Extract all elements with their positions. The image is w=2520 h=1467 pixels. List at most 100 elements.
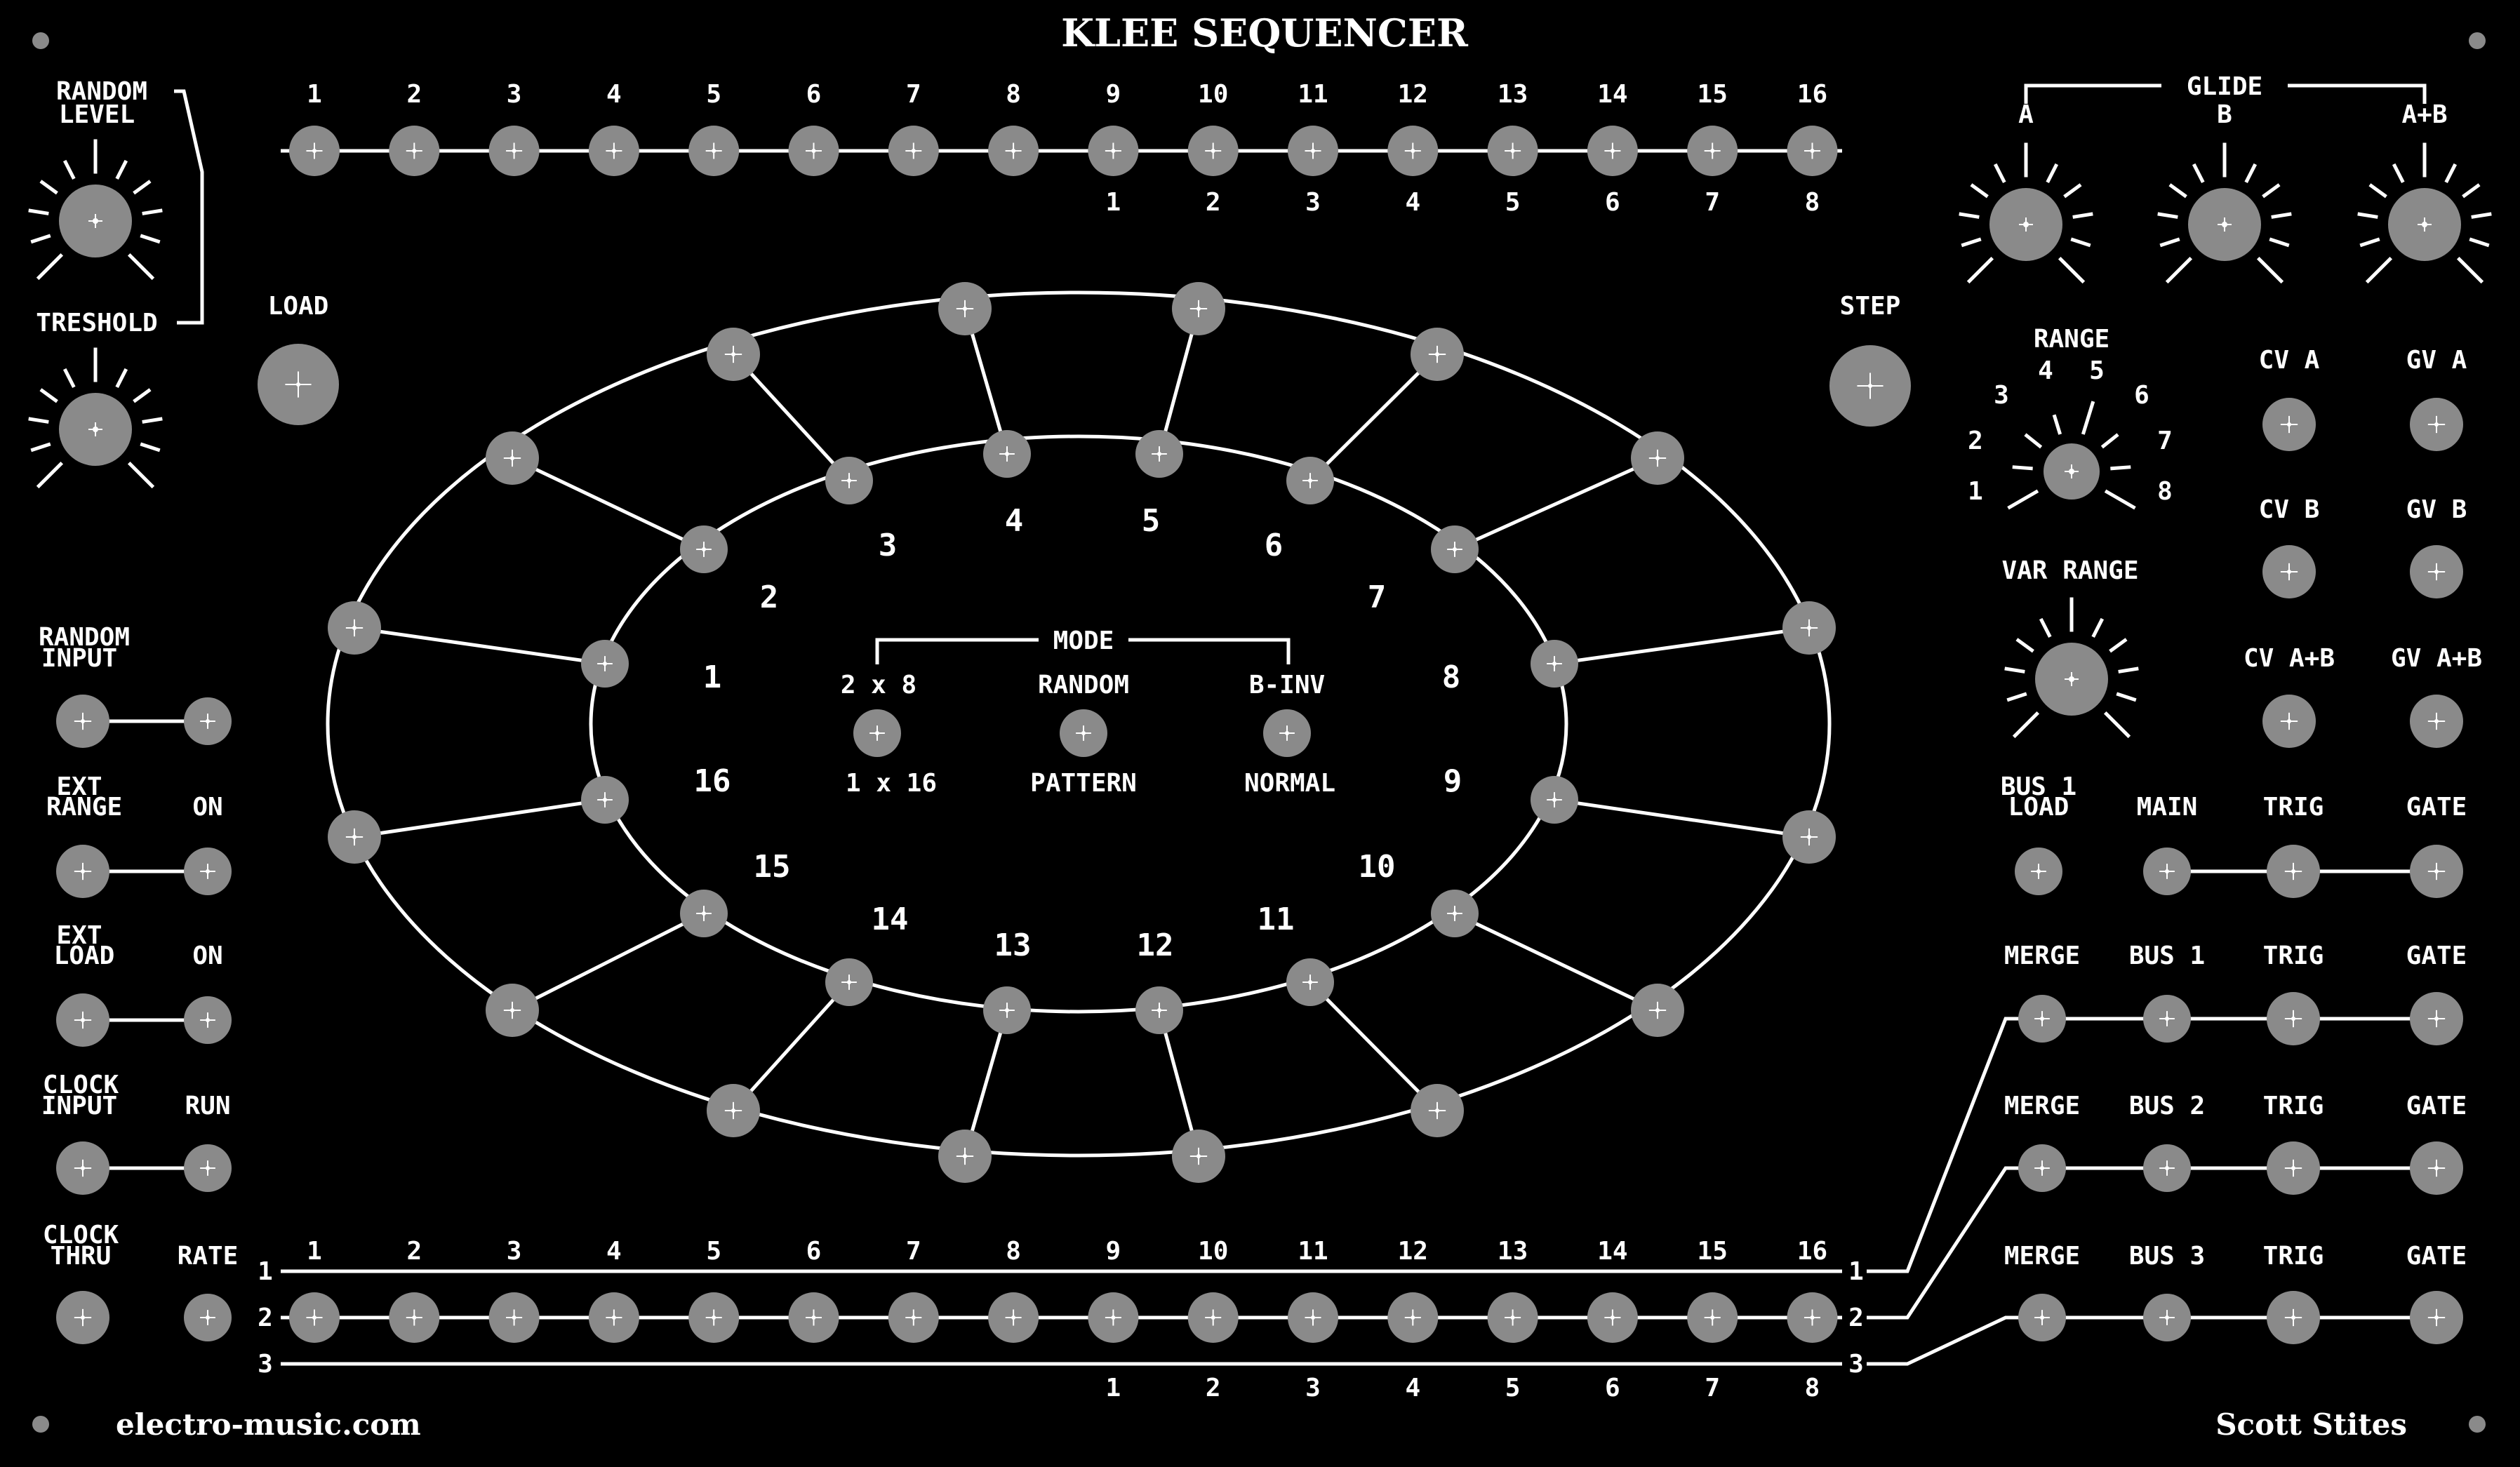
binv-normal-switch[interactable] (1263, 709, 1311, 757)
range-selector-knob[interactable] (2044, 443, 2100, 500)
ext-load-on-switch[interactable] (184, 996, 232, 1044)
treshold-knob[interactable] (59, 393, 132, 466)
trig2-jack[interactable] (2267, 1141, 2320, 1195)
bottom-step-jack-12[interactable] (1387, 1292, 1439, 1343)
outer-ring-jack-11[interactable] (707, 1084, 760, 1137)
trig3-jack[interactable] (2267, 1291, 2320, 1344)
top-step-jack-14[interactable] (1587, 126, 1638, 176)
top-step-jack-6[interactable] (788, 126, 839, 176)
inner-ring-jack-1[interactable] (983, 430, 1031, 478)
gate-jack[interactable] (2410, 845, 2463, 898)
gate2-jack[interactable] (2410, 1141, 2463, 1195)
gv-b-jack[interactable] (2410, 545, 2463, 598)
outer-ring-jack-10[interactable] (938, 1130, 992, 1183)
ext-range-jack[interactable] (56, 845, 109, 898)
top-step-jack-11[interactable] (1288, 126, 1338, 176)
bottom-step-jack-9[interactable] (1088, 1292, 1139, 1343)
cv-a-jack[interactable] (2262, 398, 2316, 451)
bottom-step-jack-7[interactable] (888, 1292, 939, 1343)
bottom-step-jack-1[interactable] (289, 1292, 340, 1343)
outer-ring-jack-6[interactable] (1782, 810, 1836, 864)
bottom-step-jack-13[interactable] (1487, 1292, 1538, 1343)
top-step-jack-2[interactable] (389, 126, 440, 176)
top-step-jack-5[interactable] (688, 126, 740, 176)
trig1-jack[interactable] (2267, 992, 2320, 1045)
gv-ab-jack[interactable] (2410, 695, 2463, 748)
glide-ab-knob[interactable] (2388, 188, 2461, 261)
cv-ab-jack[interactable] (2262, 695, 2316, 748)
top-step-jack-1[interactable] (289, 126, 340, 176)
inner-ring-jack-4[interactable] (1431, 525, 1479, 573)
merge2-switch[interactable] (2018, 1144, 2066, 1192)
inner-ring-jack-2[interactable] (1135, 430, 1183, 478)
outer-ring-jack-9[interactable] (1172, 1130, 1225, 1183)
outer-ring-jack-8[interactable] (1411, 1084, 1464, 1137)
bottom-step-jack-11[interactable] (1288, 1292, 1338, 1343)
bottom-step-jack-5[interactable] (688, 1292, 740, 1343)
bottom-step-jack-15[interactable] (1687, 1292, 1738, 1343)
gate3-jack[interactable] (2410, 1291, 2463, 1344)
inner-ring-jack-13[interactable] (581, 776, 629, 824)
random-level-knob[interactable] (59, 185, 132, 257)
run-switch[interactable] (184, 1144, 232, 1192)
outer-ring-jack-13[interactable] (328, 810, 381, 864)
clock-input-jack[interactable] (56, 1141, 109, 1195)
inner-ring-jack-12[interactable] (680, 890, 728, 937)
bus1-switch[interactable] (2143, 995, 2191, 1043)
inner-ring-jack-16[interactable] (825, 457, 873, 504)
top-step-jack-7[interactable] (888, 126, 939, 176)
merge3-switch[interactable] (2018, 1294, 2066, 1341)
inner-ring-jack-14[interactable] (581, 640, 629, 688)
bottom-step-jack-16[interactable] (1787, 1292, 1838, 1343)
inner-ring-jack-3[interactable] (1286, 457, 1334, 504)
inner-ring-jack-11[interactable] (825, 958, 873, 1006)
inner-ring-jack-5[interactable] (1531, 640, 1578, 688)
step-button[interactable] (1829, 345, 1911, 427)
inner-ring-jack-15[interactable] (680, 525, 728, 573)
top-step-jack-9[interactable] (1088, 126, 1139, 176)
bottom-step-jack-3[interactable] (488, 1292, 540, 1343)
var-range-knob[interactable] (2035, 643, 2108, 716)
bottom-step-jack-14[interactable] (1587, 1292, 1638, 1343)
rate-knob[interactable] (184, 1294, 232, 1341)
top-step-jack-3[interactable] (488, 126, 540, 176)
outer-ring-jack-12[interactable] (486, 984, 539, 1037)
ext-range-on-switch[interactable] (184, 848, 232, 895)
top-step-jack-15[interactable] (1687, 126, 1738, 176)
random-pattern-switch[interactable] (1060, 709, 1107, 757)
outer-ring-jack-2[interactable] (1172, 282, 1225, 335)
bottom-step-jack-10[interactable] (1187, 1292, 1239, 1343)
bottom-step-jack-8[interactable] (988, 1292, 1039, 1343)
gv-a-jack[interactable] (2410, 398, 2463, 451)
outer-ring-jack-15[interactable] (486, 431, 539, 485)
top-step-jack-4[interactable] (588, 126, 639, 176)
bottom-step-jack-2[interactable] (389, 1292, 440, 1343)
top-step-jack-13[interactable] (1487, 126, 1538, 176)
bottom-step-jack-4[interactable] (588, 1292, 639, 1343)
bus1-load-jack[interactable] (2015, 848, 2062, 895)
clock-thru-jack[interactable] (56, 1291, 109, 1344)
gate1-jack[interactable] (2410, 992, 2463, 1045)
random-input-jack-2[interactable] (184, 697, 232, 745)
inner-ring-jack-9[interactable] (1135, 986, 1183, 1034)
bottom-step-jack-6[interactable] (788, 1292, 839, 1343)
outer-ring-jack-3[interactable] (1411, 328, 1464, 381)
outer-ring-jack-4[interactable] (1631, 431, 1684, 485)
bus3-switch[interactable] (2143, 1294, 2191, 1341)
glide-a-knob[interactable] (1989, 188, 2062, 261)
outer-ring-jack-1[interactable] (938, 282, 992, 335)
top-step-jack-8[interactable] (988, 126, 1039, 176)
inner-ring-jack-6[interactable] (1531, 776, 1578, 824)
outer-ring-jack-7[interactable] (1631, 984, 1684, 1037)
outer-ring-jack-16[interactable] (707, 328, 760, 381)
cv-b-jack[interactable] (2262, 545, 2316, 598)
top-step-jack-16[interactable] (1787, 126, 1838, 176)
random-input-jack[interactable] (56, 695, 109, 748)
mode-2x8-switch[interactable] (853, 709, 901, 757)
bus2-switch[interactable] (2143, 1144, 2191, 1192)
load-button[interactable] (258, 344, 339, 425)
trig-jack[interactable] (2267, 845, 2320, 898)
main-switch[interactable] (2143, 848, 2191, 895)
top-step-jack-10[interactable] (1187, 126, 1239, 176)
merge1-switch[interactable] (2018, 995, 2066, 1043)
